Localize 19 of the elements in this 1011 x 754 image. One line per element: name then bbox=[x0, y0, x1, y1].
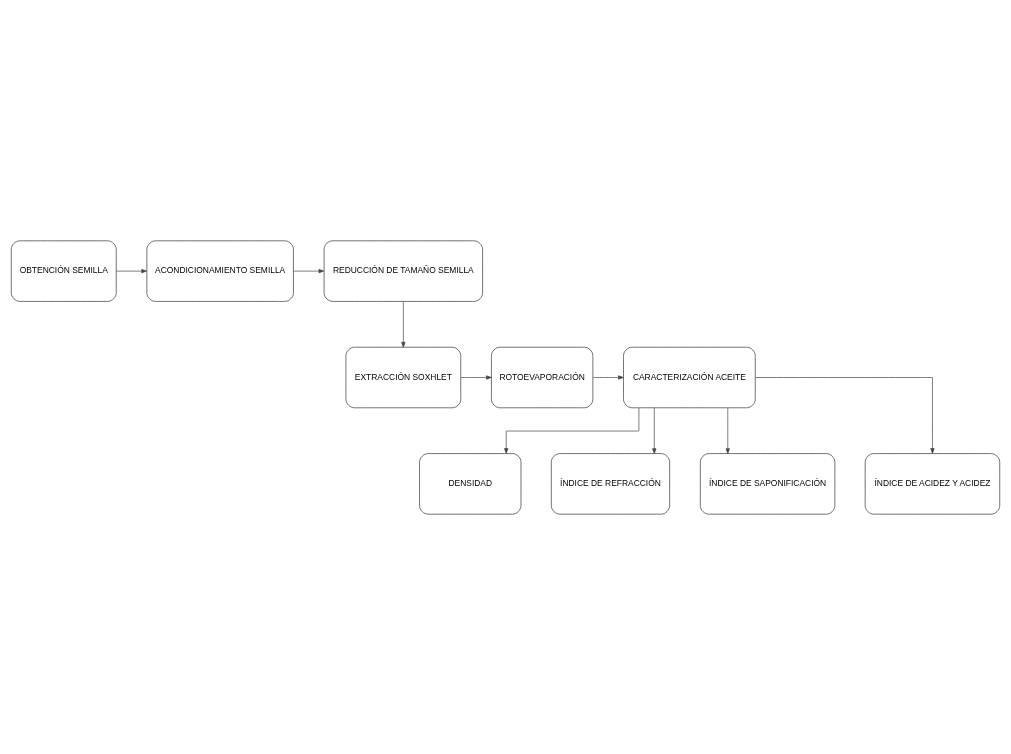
arrow bbox=[460, 374, 492, 380]
node-box: ACONDICIONAMIENTO SEMILLA bbox=[146, 239, 294, 302]
node-box: CARACTERIZACIÓN ACEITE bbox=[623, 346, 756, 408]
node-box: DENSIDAD bbox=[419, 452, 522, 515]
node-box: REDUCCIÓN DE TAMAÑO SEMILLA bbox=[323, 239, 483, 302]
arrow bbox=[293, 268, 325, 273]
node-box: ÍNDICE DE SAPONIFICACIÓN bbox=[699, 452, 836, 515]
arrow bbox=[504, 407, 640, 454]
node-box: ÍNDICE DE REFRACCIÓN bbox=[550, 452, 670, 515]
node-box: EXTRACCIÓN SOXHLET bbox=[345, 346, 462, 408]
arrow bbox=[755, 376, 935, 454]
node-box: ÍNDICE DE ACIDEZ Y ACIDEZ bbox=[864, 452, 1001, 515]
node-box: ROTOEVAPORACIÓN bbox=[491, 346, 594, 408]
arrow bbox=[652, 407, 657, 454]
arrow bbox=[115, 268, 147, 273]
arrow bbox=[401, 300, 406, 348]
arrow bbox=[592, 374, 624, 380]
arrow bbox=[725, 407, 730, 454]
node-box: OBTENCIÓN SEMILLA bbox=[10, 239, 117, 302]
